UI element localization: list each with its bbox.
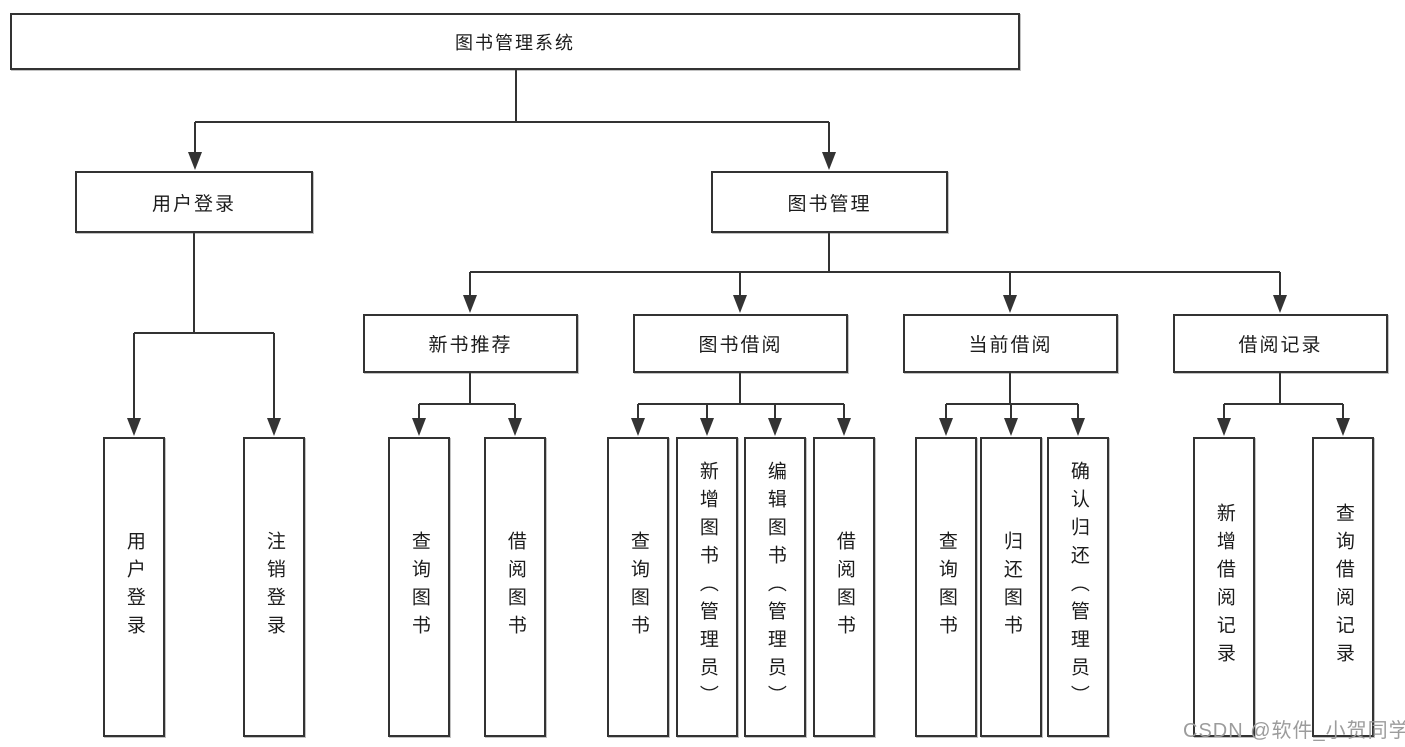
leaf-label: 编辑图书（管理员）: [764, 461, 786, 713]
arrow-down-icon: [768, 418, 782, 436]
leaf-bb-add-books-admin: 新增图书（管理员）: [676, 437, 738, 737]
arrow-down-icon: [1004, 418, 1018, 436]
leaf-user-login: 用户登录: [103, 437, 165, 737]
leaf-label: 新增图书（管理员）: [696, 461, 718, 713]
node-new-book-recommend: 新书推荐: [363, 314, 578, 373]
leaf-label: 查询借阅记录: [1332, 503, 1354, 671]
connector-root-to-level2: [194, 70, 830, 153]
arrow-down-icon: [1217, 418, 1231, 436]
connector-borrow-records-to-leaves: [1223, 373, 1344, 419]
node-borrow-records: 借阅记录: [1173, 314, 1388, 373]
leaf-br-query-record: 查询借阅记录: [1312, 437, 1374, 737]
arrow-down-icon: [412, 418, 426, 436]
arrowheads: [127, 152, 1350, 436]
connector-new-book-to-leaves: [418, 373, 516, 419]
node-label: 图书管理: [787, 193, 872, 215]
arrow-down-icon: [822, 152, 836, 170]
leaf-logout: 注销登录: [243, 437, 305, 737]
arrow-down-icon: [508, 418, 522, 436]
arrow-down-icon: [1273, 295, 1287, 313]
connector-user-login-to-leaves: [133, 233, 275, 419]
leaf-nb-query-books: 查询图书: [388, 437, 450, 737]
arrow-down-icon: [631, 418, 645, 436]
csdn-watermark: CSDN @软件_小贺同学: [1183, 720, 1405, 742]
node-label: 新书推荐: [428, 335, 513, 356]
arrow-down-icon: [700, 418, 714, 436]
leaf-bb-edit-books-admin: 编辑图书（管理员）: [744, 437, 806, 737]
leaf-label: 用户登录: [123, 531, 145, 643]
arrow-down-icon: [1071, 418, 1085, 436]
arrow-down-icon: [188, 152, 202, 170]
leaf-label: 归还图书: [1000, 531, 1022, 643]
leaf-label: 确认归还（管理员）: [1067, 461, 1089, 713]
node-root: 图书管理系统: [10, 13, 1020, 70]
arrow-down-icon: [267, 418, 281, 436]
arrow-down-icon: [837, 418, 851, 436]
leaf-label: 查询图书: [627, 531, 649, 643]
node-label: 借阅记录: [1238, 335, 1323, 356]
node-label: 用户登录: [151, 193, 236, 215]
node-label: 图书管理系统: [455, 32, 575, 53]
connector-book-mgmt-to-level3: [469, 233, 1281, 296]
leaf-label: 注销登录: [263, 531, 285, 643]
arrow-down-icon: [127, 418, 141, 436]
arrow-down-icon: [733, 295, 747, 313]
arrow-down-icon: [463, 295, 477, 313]
leaf-cb-return-books: 归还图书: [980, 437, 1042, 737]
leaf-bb-query-books: 查询图书: [607, 437, 669, 737]
leaf-cb-confirm-return-admin: 确认归还（管理员）: [1047, 437, 1109, 737]
arrow-down-icon: [1336, 418, 1350, 436]
leaf-br-add-record: 新增借阅记录: [1193, 437, 1255, 737]
node-book-borrow: 图书借阅: [633, 314, 848, 373]
node-book-management: 图书管理: [711, 171, 948, 233]
leaf-label: 借阅图书: [833, 531, 855, 643]
leaf-label: 查询图书: [935, 531, 957, 643]
node-label: 图书借阅: [698, 335, 783, 356]
leaf-bb-borrow-books: 借阅图书: [813, 437, 875, 737]
arrow-down-icon: [1003, 295, 1017, 313]
node-label: 当前借阅: [968, 335, 1053, 356]
connector-current-borrow-to-leaves: [945, 373, 1079, 419]
leaf-label: 新增借阅记录: [1213, 503, 1235, 671]
leaf-cb-query-books: 查询图书: [915, 437, 977, 737]
arrow-down-icon: [939, 418, 953, 436]
node-current-borrow: 当前借阅: [903, 314, 1118, 373]
leaf-label: 借阅图书: [504, 531, 526, 643]
leaf-nb-borrow-books: 借阅图书: [484, 437, 546, 737]
connector-book-borrow-to-leaves: [637, 373, 845, 419]
node-user-login: 用户登录: [75, 171, 313, 233]
leaf-label: 查询图书: [408, 531, 430, 643]
